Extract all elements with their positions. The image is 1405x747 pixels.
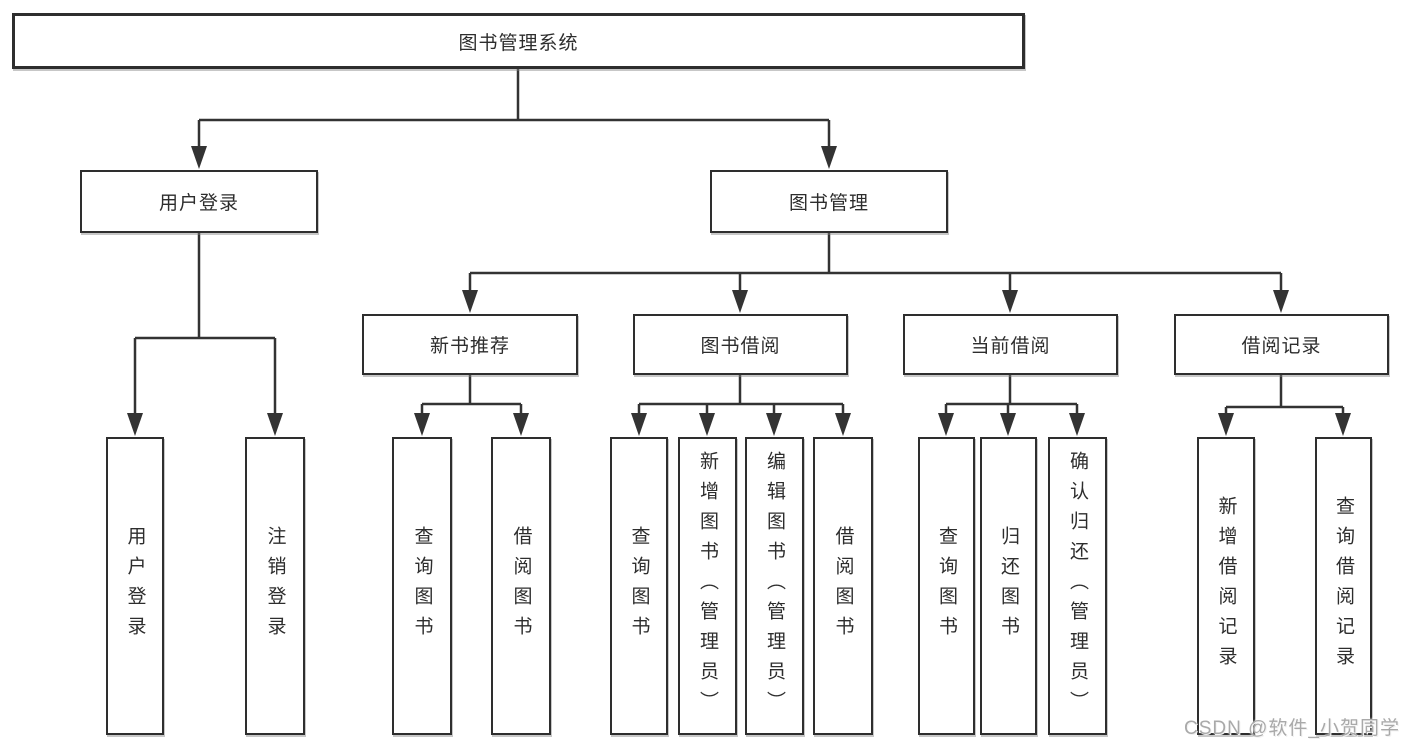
edge-book-borrow-children [631,375,851,436]
node-book-borrowing: 图书借阅 [633,314,848,375]
node-library-system-label: 图书管理系统 [458,32,579,54]
node-borrowing-records: 借阅记录 [1174,314,1389,375]
leaf-borrow-book-newrec: 借阅图书 [491,437,551,735]
edge-root-to-level2 [191,68,837,169]
edge-borrow-record-children [1218,375,1351,436]
leaf-borrow-book-borrowing: 借阅图书 [813,437,873,735]
edge-book-mgmt-children [462,233,1289,313]
leaf-logout: 注销登录 [245,437,305,735]
leaf-query-borrow-record: 查询借阅记录 [1315,437,1372,735]
leaf-add-borrow-record: 新增借阅记录 [1197,437,1255,735]
leaf-borrow-book-borrowing-label: 借阅图书 [832,526,854,646]
node-book-management-label: 图书管理 [788,193,869,214]
node-user-login: 用户登录 [80,170,318,233]
leaf-logout-label: 注销登录 [264,526,286,646]
leaf-return-book-label: 归还图书 [998,526,1019,646]
node-library-system: 图书管理系统 [12,13,1025,69]
node-current-borrowing-label: 当前借阅 [970,336,1051,357]
node-book-borrowing-label: 图书借阅 [700,336,781,357]
leaf-confirm-return-admin-label: 确认归还（管理员） [1067,451,1088,721]
edge-current-borrow-children [938,375,1085,436]
node-new-book-recommend-label: 新书推荐 [429,336,510,357]
leaf-query-book-newrec: 查询图书 [392,437,452,735]
node-borrowing-records-label: 借阅记录 [1241,336,1322,357]
leaf-borrow-book-newrec-label: 借阅图书 [510,526,532,646]
node-new-book-recommend: 新书推荐 [362,314,578,375]
node-book-management: 图书管理 [710,170,948,233]
watermark: CSDN @软件_小贺同学 [1184,718,1400,739]
edge-user-login-children [127,233,283,436]
node-current-borrowing: 当前借阅 [903,314,1118,375]
leaf-query-borrow-record-label: 查询借阅记录 [1333,496,1354,676]
leaf-query-book-current: 查询图书 [918,437,975,735]
leaf-query-book-current-label: 查询图书 [936,526,957,646]
leaf-user-login-label: 用户登录 [124,526,146,646]
leaf-edit-book-admin: 编辑图书（管理员） [745,437,804,735]
leaf-query-book-borrowing: 查询图书 [610,437,668,735]
leaf-return-book: 归还图书 [980,437,1037,735]
leaf-user-login: 用户登录 [106,437,164,735]
leaf-add-book-admin-label: 新增图书（管理员） [697,451,718,721]
leaf-edit-book-admin-label: 编辑图书（管理员） [764,451,785,721]
leaf-query-book-newrec-label: 查询图书 [411,526,433,646]
node-user-login-label: 用户登录 [158,193,239,214]
leaf-add-borrow-record-label: 新增借阅记录 [1215,496,1237,676]
leaf-confirm-return-admin: 确认归还（管理员） [1048,437,1107,735]
leaf-query-book-borrowing-label: 查询图书 [628,526,650,646]
leaf-add-book-admin: 新增图书（管理员） [678,437,737,735]
edge-new-book-children [414,375,529,436]
